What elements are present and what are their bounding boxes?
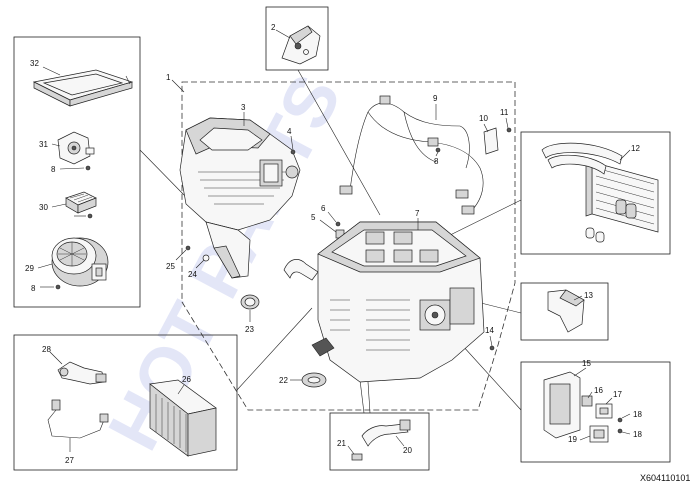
callout-2: 2 xyxy=(271,23,276,32)
box-left-blower-group xyxy=(13,36,141,308)
hardware-6-screw xyxy=(327,211,341,227)
callout-19: 19 xyxy=(568,435,577,444)
part-29-blower-motor xyxy=(37,237,109,290)
callout-8-mid: 8 xyxy=(434,157,439,166)
callout-7: 7 xyxy=(415,209,420,218)
hardware-25-screw xyxy=(175,245,191,261)
callout-8-bottom: 8 xyxy=(31,284,36,293)
part-3-blower-housing xyxy=(179,112,301,279)
callout-15: 15 xyxy=(582,359,591,368)
callout-24: 24 xyxy=(188,270,197,279)
callout-3: 3 xyxy=(241,103,246,112)
part-23-grommet xyxy=(240,294,260,322)
leader-1 xyxy=(171,79,185,93)
callout-32: 32 xyxy=(30,59,39,68)
part-15-control-module xyxy=(543,367,587,439)
leader-box-13 xyxy=(476,301,522,314)
callout-18-a: 18 xyxy=(633,410,642,419)
callout-9: 9 xyxy=(433,94,438,103)
part-18-screw-b xyxy=(617,428,631,435)
part-14-screw xyxy=(489,335,495,351)
box-part-12 xyxy=(520,131,671,255)
leader-box-26 xyxy=(236,307,313,391)
callout-25: 25 xyxy=(166,262,175,271)
callout-23: 23 xyxy=(245,325,254,334)
callout-1: 1 xyxy=(166,73,171,82)
leader-box-20 xyxy=(359,379,365,414)
part-9-wiring-harness xyxy=(339,95,484,215)
main-assembly-outline xyxy=(181,81,516,411)
box-parts-20-21 xyxy=(329,412,430,471)
part-7-hvac-case xyxy=(311,218,485,383)
callout-16: 16 xyxy=(594,386,603,395)
part-13-bracket xyxy=(547,289,585,333)
callout-20: 20 xyxy=(403,446,412,455)
callout-31: 31 xyxy=(39,140,48,149)
callout-4: 4 xyxy=(287,127,292,136)
leader-box-left xyxy=(139,149,187,198)
hardware-5-clip xyxy=(319,219,345,239)
callout-30: 30 xyxy=(39,203,48,212)
part-16-connector xyxy=(581,391,593,407)
leader-box-2 xyxy=(297,69,381,216)
part-28-sensor xyxy=(49,351,107,385)
drain-hose xyxy=(283,259,319,281)
reference-code: X604110101 xyxy=(640,473,690,483)
leader-box-15 xyxy=(461,344,522,411)
part-10-bracket xyxy=(483,123,499,155)
callout-11: 11 xyxy=(500,108,509,117)
leader-box-20b xyxy=(367,381,371,414)
part-26-cabin-filter xyxy=(149,379,217,457)
part-20-drain-hose xyxy=(361,419,411,447)
callout-12: 12 xyxy=(631,144,640,153)
part-11-screw xyxy=(505,117,512,133)
hardware-24-clip xyxy=(195,254,210,269)
part-19-actuator xyxy=(579,425,609,443)
part-8-screw-mid xyxy=(435,147,441,157)
part-18-screw-a xyxy=(617,413,631,423)
part-31-actuator xyxy=(51,131,95,171)
part-22-seal xyxy=(290,372,327,388)
callout-27: 27 xyxy=(65,456,74,465)
callout-13: 13 xyxy=(584,291,593,300)
callout-18-b: 18 xyxy=(633,430,642,439)
callout-10: 10 xyxy=(479,114,488,123)
box-part-2 xyxy=(265,6,329,71)
callout-28: 28 xyxy=(42,345,51,354)
callout-26: 26 xyxy=(182,375,191,384)
box-part-13 xyxy=(520,282,609,341)
part-12-heater-core xyxy=(541,142,659,243)
part-30-resistor xyxy=(51,191,97,219)
part-32-filter-cover xyxy=(32,66,134,107)
callout-14: 14 xyxy=(485,326,494,335)
box-parts-26-28 xyxy=(13,334,238,471)
part-27-wire-sensor xyxy=(47,399,109,452)
box-parts-15-19 xyxy=(520,361,671,463)
part-2-bracket xyxy=(275,25,321,65)
callout-29: 29 xyxy=(25,264,34,273)
part-21-clamp xyxy=(347,445,363,461)
callout-17: 17 xyxy=(613,390,622,399)
callout-6: 6 xyxy=(321,204,326,213)
callout-5: 5 xyxy=(311,213,316,222)
part-17-actuator xyxy=(595,397,613,419)
callout-8-top: 8 xyxy=(51,165,56,174)
hardware-4-screw xyxy=(290,135,296,155)
callout-21: 21 xyxy=(337,439,346,448)
callout-22: 22 xyxy=(279,376,288,385)
